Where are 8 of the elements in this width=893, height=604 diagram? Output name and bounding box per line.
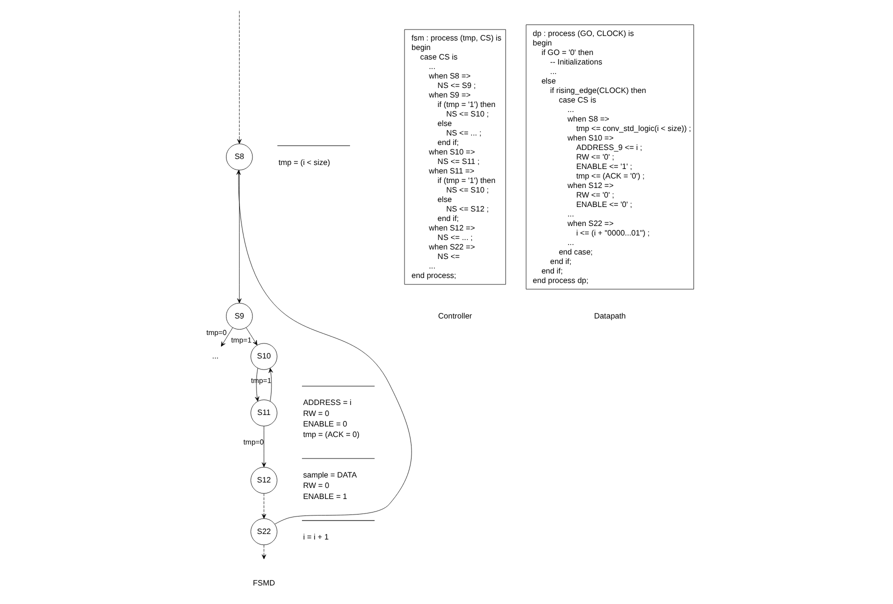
arrow <box>236 170 412 524</box>
arrow <box>236 170 242 304</box>
arrow <box>220 327 232 347</box>
arrow <box>268 368 273 402</box>
arrow <box>246 327 257 346</box>
arrow <box>261 426 266 468</box>
arrow <box>254 368 259 402</box>
arrow <box>261 493 266 519</box>
